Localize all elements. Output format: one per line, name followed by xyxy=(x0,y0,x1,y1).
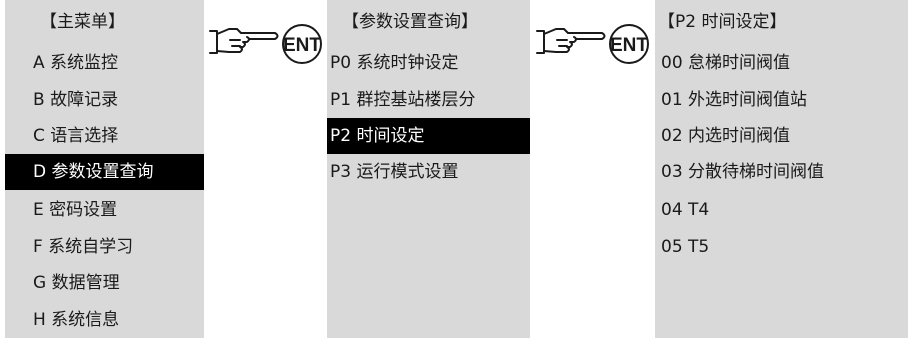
ent-key-circle xyxy=(609,24,649,64)
param-item-p1[interactable]: P1 群控基站楼层分 xyxy=(330,90,476,110)
param-item-p2[interactable]: P2 时间设定 xyxy=(327,118,530,154)
time-item-04[interactable]: 04 T4 xyxy=(661,200,710,220)
param-menu-title: 【参数设置查询】 xyxy=(342,12,478,32)
ent-key-label: ENT xyxy=(610,35,648,56)
menu-item-system-monitor[interactable]: A 系统监控 xyxy=(33,53,119,73)
menu-item-password[interactable]: E 密码设置 xyxy=(33,200,118,220)
menu-item-system-info[interactable]: H 系统信息 xyxy=(33,310,120,330)
param-item-p0[interactable]: P0 系统时钟设定 xyxy=(330,53,459,73)
main-menu-panel: 【主菜单】 A 系统监控 B 故障记录 C 语言选择 D 参数设置查询 E 密码… xyxy=(5,0,204,338)
menu-item-self-learning[interactable]: F 系统自学习 xyxy=(33,237,134,257)
time-menu-title: 【P2 时间设定】 xyxy=(658,12,787,32)
ent-arrow-2: ENT xyxy=(536,24,649,64)
main-menu-title: 【主菜单】 xyxy=(40,12,125,32)
param-item-p3[interactable]: P3 运行模式设置 xyxy=(330,162,459,182)
time-item-01[interactable]: 01 外选时间阀值站 xyxy=(661,90,808,110)
pointing-hand-icon xyxy=(209,28,279,54)
ent-key-circle xyxy=(282,24,322,64)
time-menu-panel: 【P2 时间设定】 00 怠梯时间阀值 01 外选时间阀值站 02 内选时间阀值… xyxy=(655,0,908,338)
time-item-03[interactable]: 03 分散待梯时间阀值 xyxy=(661,162,825,182)
time-item-05[interactable]: 05 T5 xyxy=(661,237,710,257)
ent-key-label: ENT xyxy=(283,35,321,56)
menu-item-fault-record[interactable]: B 故障记录 xyxy=(33,90,119,110)
pointing-hand-icon xyxy=(536,28,606,54)
menu-item-data-management[interactable]: G 数据管理 xyxy=(33,273,120,293)
param-menu-panel: 【参数设置查询】 P0 系统时钟设定 P1 群控基站楼层分 P2 时间设定 P3… xyxy=(327,0,530,338)
menu-item-language[interactable]: C 语言选择 xyxy=(33,126,119,146)
menu-item-param-settings[interactable]: D 参数设置查询 xyxy=(5,154,204,190)
ent-arrow-1: ENT xyxy=(209,24,322,64)
time-item-02[interactable]: 02 内选时间阀值 xyxy=(661,126,791,146)
time-item-00[interactable]: 00 怠梯时间阀值 xyxy=(661,53,791,73)
